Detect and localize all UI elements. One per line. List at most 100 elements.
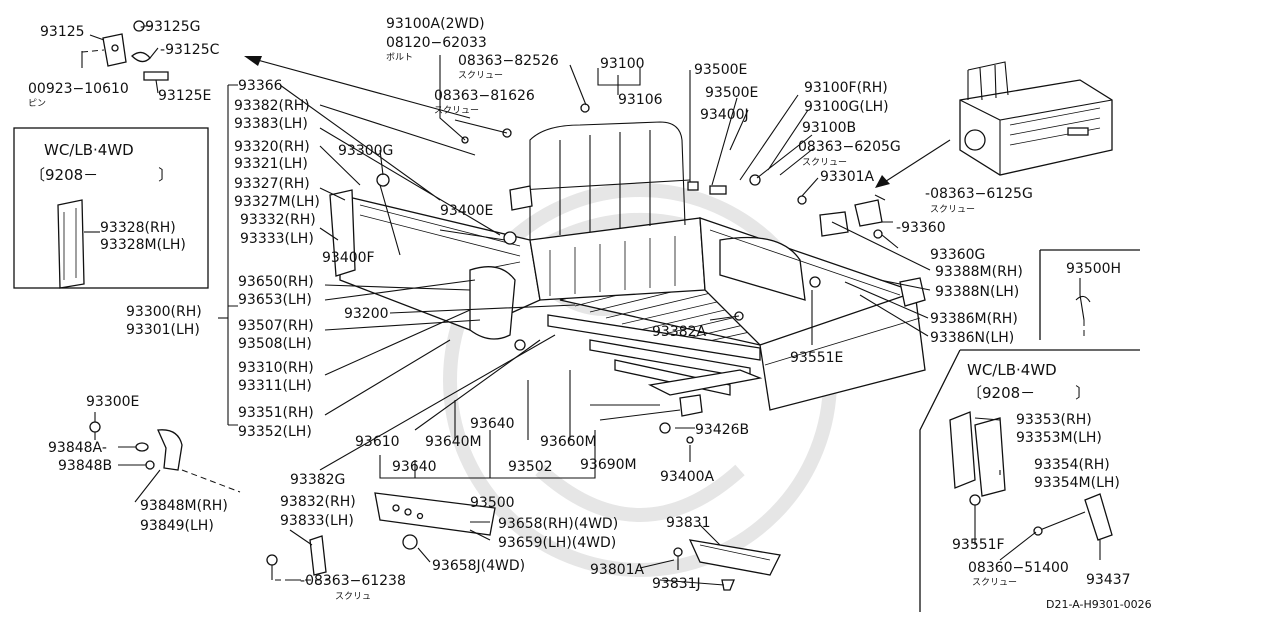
box-left-bracket bbox=[57, 199, 85, 289]
label-93426b: 93426B bbox=[695, 422, 749, 438]
label-93400a: 93400A bbox=[660, 469, 715, 485]
label-93500: 93500 bbox=[470, 495, 515, 511]
variant-box-left bbox=[13, 127, 209, 289]
label-93300rh: 93300(RH) bbox=[126, 304, 202, 320]
label-93383lh: 93383(LH) bbox=[234, 116, 308, 132]
label-08120-62033: 08120−62033 bbox=[386, 35, 487, 51]
label-93400j: 93400J bbox=[700, 107, 749, 123]
label-93660m: 93660M bbox=[540, 434, 597, 450]
label-93658j: 93658J(4WD) bbox=[432, 558, 525, 574]
label-93353rh: 93353(RH) bbox=[1016, 412, 1092, 428]
label-08363-61238: -08363−61238 bbox=[300, 573, 406, 589]
label-93640: 93640 bbox=[470, 416, 515, 432]
label-bolt: ボルト bbox=[386, 52, 413, 63]
vehicle-inset bbox=[959, 61, 1113, 176]
label-08363-82526: 08363−82526 bbox=[458, 53, 559, 69]
label-93551e: 93551E bbox=[790, 350, 843, 366]
label-93437: 93437 bbox=[1086, 572, 1131, 588]
label-93653lh: 93653(LH) bbox=[238, 292, 312, 308]
label-93659: 93659(LH)(4WD) bbox=[498, 535, 616, 551]
truck-bed-illustration bbox=[329, 103, 926, 462]
label-93382a: 93382A bbox=[652, 324, 707, 340]
mudflap-plates bbox=[374, 492, 496, 550]
label-93301lh: 93301(LH) bbox=[126, 322, 200, 338]
label-93360g: 93360G bbox=[930, 247, 985, 263]
label-93332rh: 93332(RH) bbox=[240, 212, 316, 228]
label-93100g: 93100G(LH) bbox=[804, 99, 889, 115]
hinge-cluster bbox=[81, 20, 169, 81]
label-93382g: 93382G bbox=[290, 472, 345, 488]
label-93354mlh: 93354M(LH) bbox=[1034, 475, 1120, 491]
left-box-date: 〔9208－〕 bbox=[30, 166, 173, 184]
label-93106: 93106 bbox=[618, 92, 663, 108]
label-screw-3: スクリュー bbox=[802, 157, 847, 168]
label-08363-6205g: 08363−6205G bbox=[798, 139, 901, 155]
label-93351rh: 93351(RH) bbox=[238, 405, 314, 421]
label-93366: 93366 bbox=[238, 78, 283, 94]
label-93400e: 93400E bbox=[440, 203, 493, 219]
label-screw-6: スクリュー bbox=[972, 577, 1017, 588]
label-93328rh: 93328(RH) bbox=[100, 220, 176, 236]
label-93360: -93360 bbox=[896, 220, 946, 236]
label-93125e: 93125E bbox=[158, 88, 211, 104]
label-93354rh: 93354(RH) bbox=[1034, 457, 1110, 473]
label-93125c: -93125C bbox=[160, 42, 220, 58]
label-93100: 93100 bbox=[600, 56, 645, 72]
lower-bracket bbox=[266, 535, 330, 581]
label-pin: ピン bbox=[28, 98, 46, 109]
label-93320rh: 93320(RH) bbox=[234, 139, 310, 155]
left-box-variant: WC/LB·4WD bbox=[44, 141, 134, 159]
label-93311lh: 93311(LH) bbox=[238, 378, 312, 394]
label-93833: 93833(LH) bbox=[280, 513, 354, 529]
label-93125: 93125 bbox=[40, 24, 85, 40]
right-box-variant: WC/LB·4WD bbox=[967, 361, 1057, 379]
variant-box-right bbox=[919, 349, 1140, 612]
leader-lines bbox=[84, 25, 1101, 586]
label-93640m: 93640M bbox=[425, 434, 482, 450]
label-93502: 93502 bbox=[508, 459, 553, 475]
label-93848b: 93848B bbox=[58, 458, 112, 474]
label-08363-81626: 08363−81626 bbox=[434, 88, 535, 104]
label-93328mlh: 93328M(LH) bbox=[100, 237, 186, 253]
label-93301a: 93301A bbox=[820, 169, 875, 185]
label-93100a: 93100A(2WD) bbox=[386, 16, 485, 32]
label-screw-1: スクリュー bbox=[458, 70, 503, 81]
label-93500e-2: 93500E bbox=[705, 85, 758, 101]
label-93848m: 93848M(RH) bbox=[140, 498, 228, 514]
label-93386n: 93386N(LH) bbox=[930, 330, 1014, 346]
label-93500e-1: 93500E bbox=[694, 62, 747, 78]
label-93832: 93832(RH) bbox=[280, 494, 356, 510]
label-93300e: 93300E bbox=[86, 394, 139, 410]
label-93321lh: 93321(LH) bbox=[234, 156, 308, 172]
label-93327mlh: 93327M(LH) bbox=[234, 194, 320, 210]
label-screw-5: スクリュ bbox=[335, 591, 371, 602]
right-inset-parts bbox=[949, 294, 1113, 541]
label-93200: 93200 bbox=[344, 306, 389, 322]
label-93100f: 93100F(RH) bbox=[804, 80, 888, 96]
label-93849: 93849(LH) bbox=[140, 518, 214, 534]
label-93125g: -93125G bbox=[140, 19, 200, 35]
label-93353mlh: 93353M(LH) bbox=[1016, 430, 1102, 446]
label-93610: 93610 bbox=[355, 434, 400, 450]
label-screw-2: スクリュー bbox=[434, 105, 479, 116]
label-93300g: 93300G bbox=[338, 143, 393, 159]
label-93507rh: 93507(RH) bbox=[238, 318, 314, 334]
label-93400f: 93400F bbox=[322, 250, 375, 266]
label-93848a: 93848A- bbox=[48, 440, 107, 456]
label-93386m: 93386M(RH) bbox=[930, 311, 1018, 327]
diagram-code: D21-A-H9301-0026 bbox=[1046, 598, 1152, 611]
label-93690m: 93690M bbox=[580, 457, 637, 473]
label-93500h: 93500H bbox=[1066, 261, 1121, 277]
label-93352lh: 93352(LH) bbox=[238, 424, 312, 440]
label-93640b: 93640 bbox=[392, 459, 437, 475]
label-08360-51400: 08360−51400 bbox=[968, 560, 1069, 576]
right-box-date: 〔9208－〕 bbox=[967, 384, 1090, 402]
label-93333lh: 93333(LH) bbox=[240, 231, 314, 247]
label-00923-10610: 00923−10610 bbox=[28, 81, 129, 97]
label-93551f: 93551F bbox=[952, 537, 1005, 553]
label-93831j: 93831J bbox=[652, 576, 701, 592]
label-93658: 93658(RH)(4WD) bbox=[498, 516, 618, 532]
label-93310rh: 93310(RH) bbox=[238, 360, 314, 376]
